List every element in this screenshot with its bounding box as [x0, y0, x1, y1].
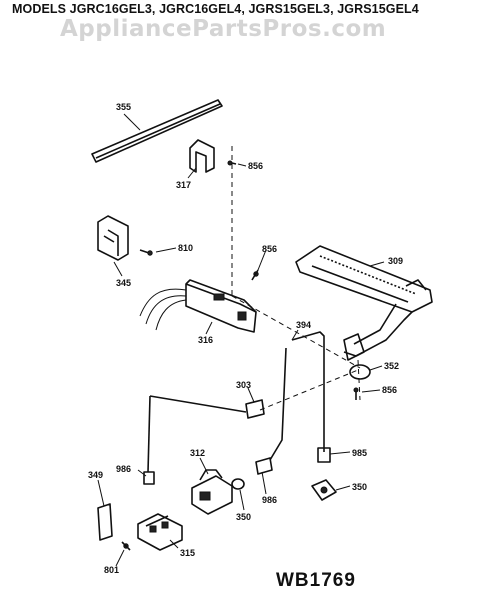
guide-line-3: [259, 369, 359, 411]
callout-303: 303: [236, 380, 251, 390]
part-985-fitting: [317, 447, 331, 463]
screw-856-right: [353, 387, 359, 400]
fitting-350-mid: [231, 478, 245, 490]
part-316-ignitor: [139, 279, 257, 333]
callout-856-right: 856: [382, 385, 397, 395]
callout-856-top: 856: [248, 161, 263, 171]
screw-856-top: [227, 160, 237, 166]
callout-801: 801: [104, 565, 119, 575]
diagram-code: WB1769: [276, 570, 356, 591]
callout-350-mid: 350: [236, 512, 251, 522]
part-355-rail: [91, 99, 223, 163]
part-352-bracket: [349, 364, 371, 380]
part-349-bracket: [97, 503, 113, 541]
part-317-bracket: [189, 139, 215, 173]
leader-lines: [97, 113, 385, 567]
callout-317: 317: [176, 180, 191, 190]
callout-312: 312: [190, 448, 205, 458]
callout-349: 349: [88, 470, 103, 480]
callout-315: 315: [180, 548, 195, 558]
part-315-switch: [137, 513, 183, 551]
screw-810: [139, 249, 153, 256]
part-394-tube: [269, 331, 325, 461]
callout-309: 309: [388, 256, 403, 266]
screw-801: [121, 541, 131, 551]
guide-line-2: [231, 295, 361, 369]
callout-856-mid: 856: [262, 244, 277, 254]
callout-352: 352: [384, 361, 399, 371]
screw-856-mid: [251, 269, 259, 281]
callout-985: 985: [352, 448, 367, 458]
models-title: MODELS JGRC16GEL3, JGRC16GEL4, JGRS15GEL…: [12, 2, 419, 16]
fitting-986-right: [255, 457, 273, 475]
callout-394: 394: [296, 320, 311, 330]
guide-line-4: [357, 359, 361, 401]
part-312-valve: [191, 469, 233, 515]
callout-350-right: 350: [352, 482, 367, 492]
callout-355: 355: [116, 102, 131, 112]
fitting-350-right: [311, 479, 337, 501]
callout-986-left: 986: [116, 464, 131, 474]
callout-316: 316: [198, 335, 213, 345]
fitting-986-left: [143, 471, 155, 485]
part-345-bracket: [97, 215, 129, 261]
part-309-burner: [295, 245, 433, 361]
watermark-text: AppliancePartsPros.com: [60, 16, 387, 42]
part-303-tube: [147, 395, 265, 473]
callout-986-right: 986: [262, 495, 277, 505]
callout-345: 345: [116, 278, 131, 288]
callout-810: 810: [178, 243, 193, 253]
